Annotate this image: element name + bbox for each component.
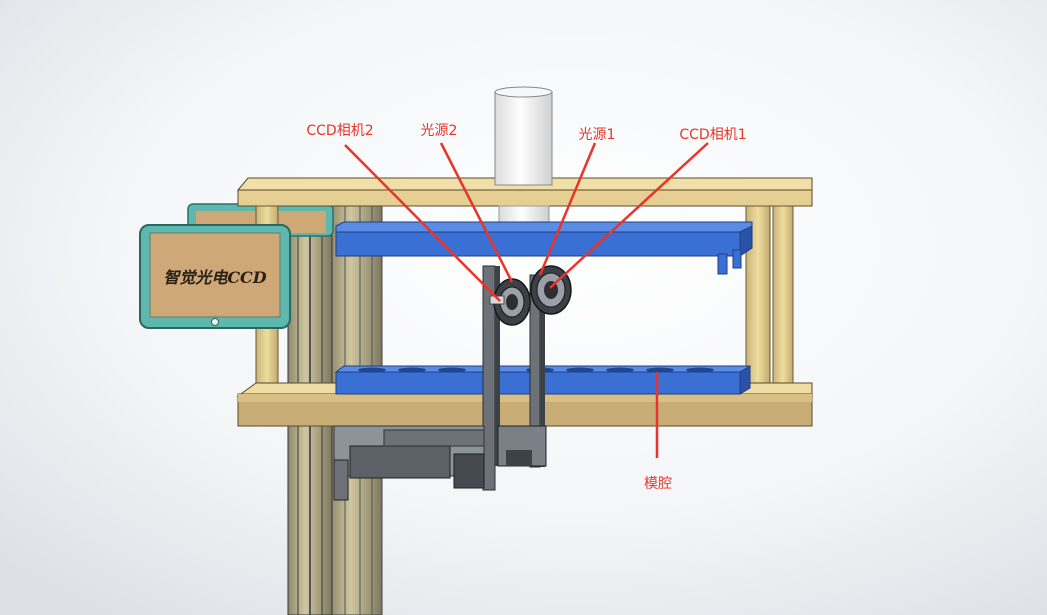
upper-blue-rail [335,221,753,275]
annotation-labels: CCD相机2 光源2 光源1 CCD相机1 模腔 [306,123,746,492]
leader-ccd-camera-2 [344,144,501,302]
label-light-source-1: 光源1 [579,127,616,143]
screen-label: 智觉光电CCD [163,268,266,287]
display-screen: 智觉光电CCD [139,224,291,329]
ccd-camera-2-assembly [489,278,531,326]
label-mold-cavity: 模腔 [644,476,672,492]
leader-ccd-camera-1 [549,142,709,289]
camera-arms [482,265,545,491]
label-ccd-camera-2: CCD相机2 [306,123,373,139]
lower-mechanism [333,425,547,501]
annotation-lines [344,142,709,458]
leader-light-source-1 [538,142,597,276]
white-pipe [494,86,553,231]
label-ccd-camera-1: CCD相机1 [679,127,746,143]
leader-light-source-2 [439,142,514,283]
label-light-source-2: 光源2 [421,123,458,139]
